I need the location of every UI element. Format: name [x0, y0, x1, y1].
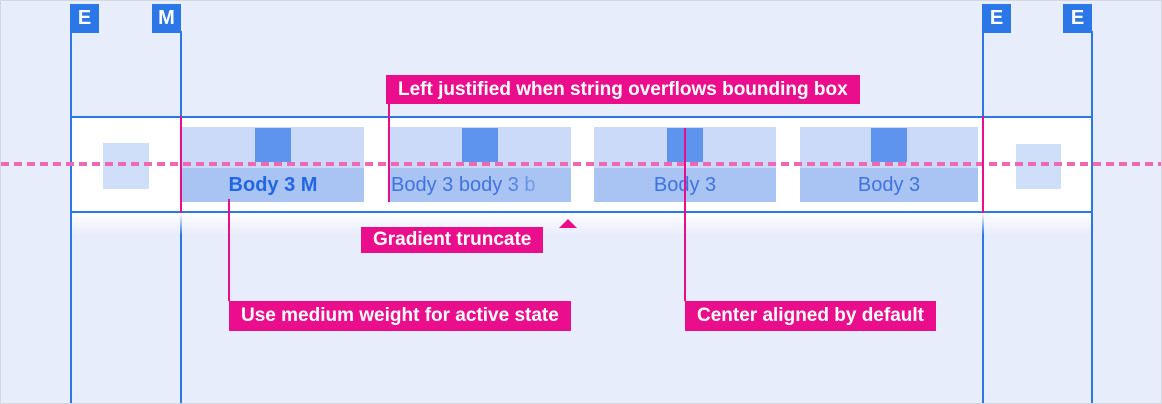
annotation-medium-weight: Use medium weight for active state — [229, 301, 571, 331]
marker-margin-left: M — [152, 4, 181, 33]
tab-icon — [871, 128, 907, 162]
guide-line-edge-left — [70, 31, 72, 403]
tab-icon-area — [182, 127, 364, 168]
leader-line-center-aligned — [684, 128, 686, 301]
annotation-left-justified: Left justified when string overflows bou… — [386, 75, 860, 104]
bar-bottom-glow — [72, 213, 1091, 235]
guide-line-edge-right — [1091, 31, 1093, 403]
guide-line-margin-left — [180, 31, 182, 403]
tab-label: Body 3 M — [182, 168, 364, 202]
tab-label: Body 3 — [800, 168, 978, 202]
gradient-truncate-fade — [501, 168, 571, 202]
leading-icon-placeholder — [103, 143, 149, 189]
annotation-gradient-truncate: Gradient truncate — [361, 219, 577, 253]
tab-icon — [255, 128, 291, 162]
marker-margin-right: E — [982, 4, 1011, 33]
tab-icon — [462, 128, 498, 162]
tab-icon-area — [389, 127, 571, 168]
tab-label-text: Body 3 body 3 b — [391, 173, 536, 196]
tab-label: Body 3 body 3 b — [389, 168, 571, 202]
vertical-center-dashed-line — [1, 162, 1161, 166]
annotation-center-aligned: Center aligned by default — [685, 301, 936, 331]
caret-up-icon — [559, 219, 577, 228]
trailing-icon-placeholder — [1016, 144, 1061, 189]
marker-edge-right: E — [1063, 4, 1092, 33]
tab-item-overflow: Body 3 body 3 b — [389, 127, 571, 202]
tab-item-default: Body 3 — [800, 127, 978, 202]
leader-line-medium-weight — [228, 199, 230, 301]
leader-line-left-justified — [388, 102, 390, 202]
annotation-text: Gradient truncate — [373, 229, 532, 250]
marker-edge-left: E — [70, 4, 99, 33]
content-edge-line-right — [982, 116, 984, 213]
tab-icon-area — [800, 127, 978, 168]
guide-line-margin-right — [982, 31, 984, 403]
content-edge-line-left — [180, 116, 182, 213]
tab-item-active: Body 3 M — [182, 127, 364, 202]
